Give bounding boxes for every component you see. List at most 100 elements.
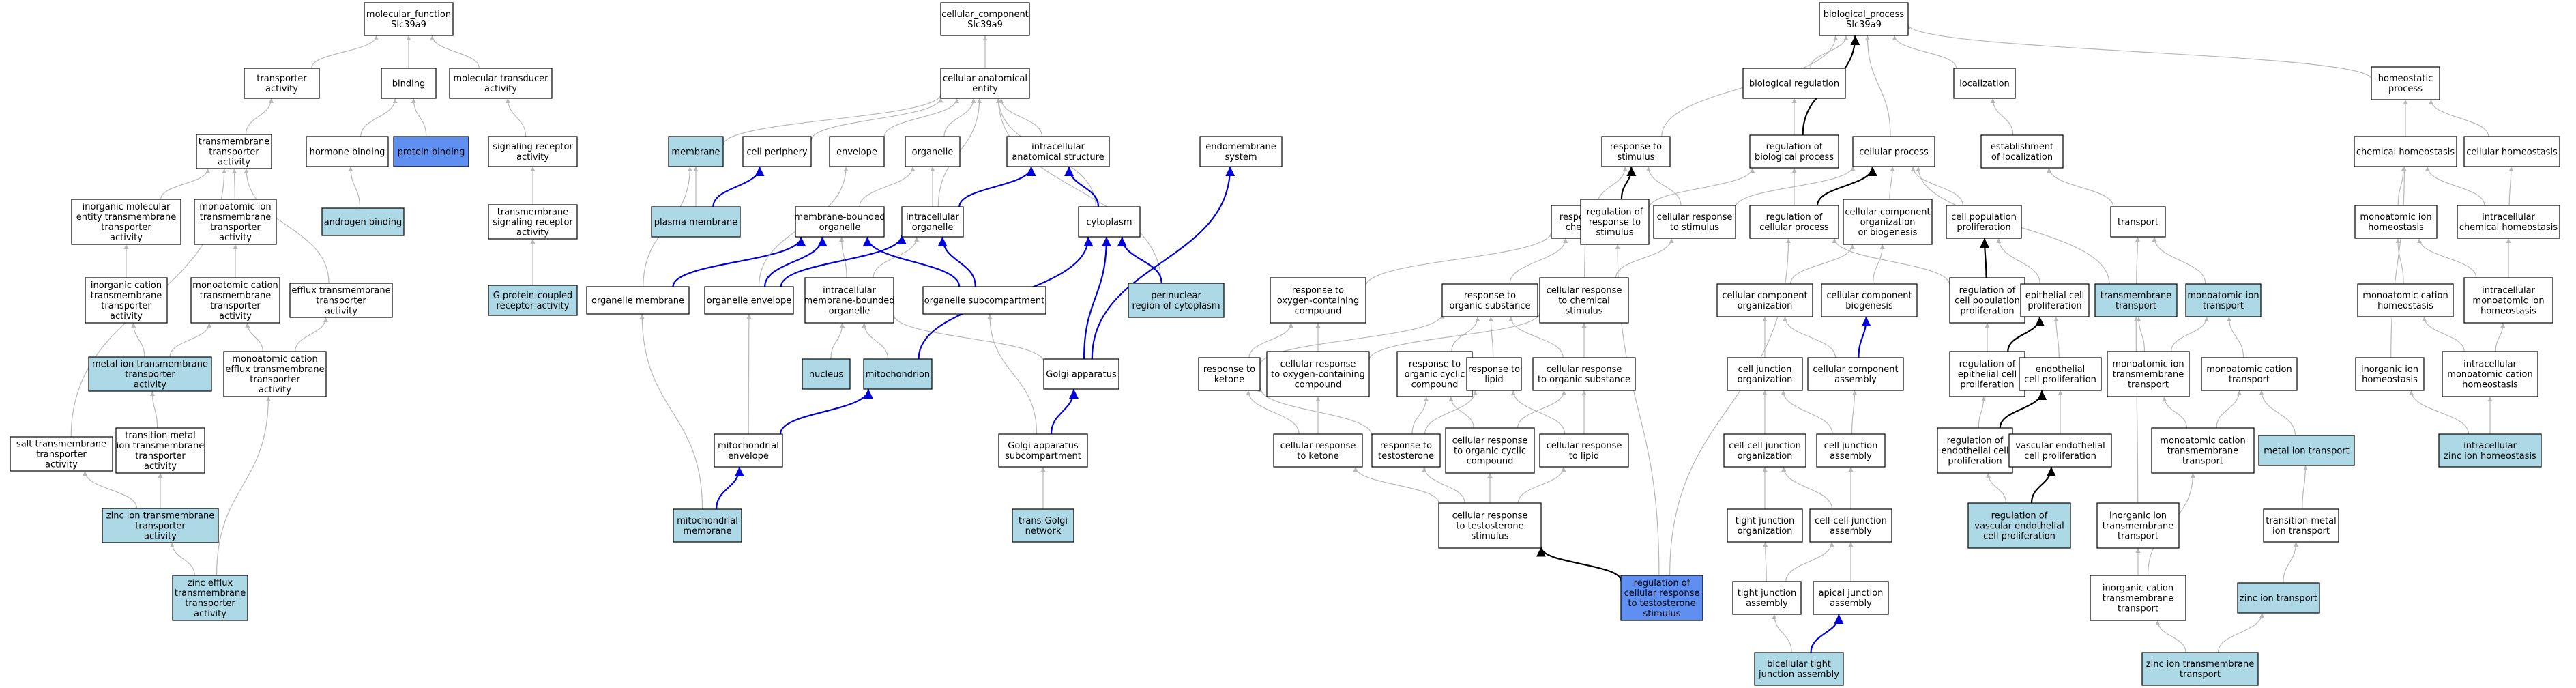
node-label-line: response to: [1468, 364, 1520, 375]
edge-plasma-mem-to-cell-periph: [712, 166, 765, 207]
node-label-line: cellular response: [1547, 364, 1622, 375]
node-label-line: vascular endothelial: [1974, 521, 2064, 532]
go-node-cell-homeo: cellular homeostasis: [2463, 136, 2560, 167]
edge-monoat-ion-trans-to-transport: [2152, 236, 2206, 285]
node-label-line: of localization: [1991, 152, 2053, 162]
node-label-line: cellular_component: [941, 10, 1029, 20]
node-box: [2442, 351, 2538, 397]
edge-cell-proc-to-bp: [1864, 35, 1891, 137]
go-node-androgen-b: androgen binding: [321, 207, 405, 236]
edge-cell-resp-testo-to-resp-testo: [1422, 466, 1465, 504]
edge-reg-endo-prol-to-reg-epi-prol: [1978, 396, 1987, 429]
node-label: protein binding: [398, 147, 465, 158]
edge-reg-vasc-endo-to-vasc-endo-prol: [2030, 466, 2056, 504]
edge-androgen-b-to-hormone-b: [348, 166, 361, 209]
edge-reg-resp-stim-to-resp-stim: [1620, 166, 1637, 200]
node-box: [1749, 134, 1839, 169]
node-label: localization: [1959, 79, 2010, 89]
edge-reg-resp-stim-to-reg-bio-proc: [1648, 167, 1755, 209]
node-label-line: regulation of: [1634, 578, 1690, 588]
node-label-line: cellular response: [1280, 441, 1356, 451]
go-node-org-subcomp: organelle subcompartment: [922, 286, 1046, 315]
node-box: [901, 206, 964, 238]
node-label-line: stimulus: [1617, 152, 1654, 162]
node-label-line: regulation of: [1991, 511, 2048, 521]
edge-monoat-ion-tm-trans-to-tm-transport: [2136, 316, 2146, 352]
edge-cc-junc-asm-to-cc-junc-org: [1781, 466, 1833, 510]
node-label-line: cell junction: [1824, 441, 1878, 451]
node-box: [651, 206, 741, 238]
node-label-line: cellular component: [1813, 364, 1898, 375]
edge-resp-oxy-to-resp-chem: [1365, 231, 1554, 287]
node-label-line: cellular homeostasis: [2466, 147, 2558, 158]
go-node-metal-ion-trans: metal ion transport: [2258, 435, 2355, 466]
node-box: [940, 2, 1030, 36]
node-label: biological regulation: [1749, 79, 1839, 89]
node-box: [1742, 68, 1846, 99]
node-box: [804, 277, 894, 324]
go-node-organelle: organelle: [905, 136, 961, 167]
node-label-line: organelle: [819, 223, 861, 233]
node-label-line: transmembrane: [2101, 291, 2172, 301]
node-label-line: activity: [219, 233, 252, 243]
node-label-line: to stimulus: [1670, 223, 1719, 233]
node-label-line: cellular component: [1722, 291, 1807, 301]
node-label-line: response to: [1292, 286, 1344, 296]
node-label-line: organelle: [912, 147, 954, 158]
edge-monoat-cat-eff-to-monoat-cat-tm: [245, 322, 263, 352]
node-label: cellular homeostasis: [2466, 147, 2558, 158]
edge-reg-endo-prol-to-endo-prol: [1999, 390, 2047, 429]
edge-organelle-to-cell-anat: [943, 98, 976, 137]
go-node-org-env: organelle envelope: [704, 286, 794, 315]
node-box: [2008, 433, 2112, 468]
node-box: [2463, 277, 2553, 324]
edge-perinuc-to-cell-anat: [995, 98, 1162, 284]
node-label-line: biological process: [1755, 152, 1834, 162]
node-box: [488, 136, 578, 167]
node-box: [1620, 575, 1703, 621]
node-label-line: cytoplasm: [1086, 218, 1132, 228]
node-label-line: activity: [144, 461, 177, 472]
node-box: [1266, 351, 1370, 397]
edge-monoat-cat-homeo-to-monoat-ion-homeo: [2395, 238, 2404, 285]
node-box: [795, 206, 885, 238]
node-label-line: cellular response: [1547, 286, 1622, 296]
node-label-line: activity: [110, 311, 143, 321]
edge-cell-comp-org-bio-to-cell-proc: [1889, 166, 1895, 200]
node-box: [1754, 652, 1844, 686]
edge-cell-resp-lipid-to-resp-lipid: [1510, 390, 1566, 435]
node-box: [1438, 502, 1542, 549]
edge-cell-homeo-to-homeo-proc: [2428, 99, 2489, 137]
node-box: [998, 433, 1088, 468]
node-label-line: transporter: [257, 74, 307, 84]
node-label-line: subcompartment: [1005, 451, 1081, 461]
node-box: [364, 2, 454, 36]
node-box: [2110, 206, 2166, 238]
